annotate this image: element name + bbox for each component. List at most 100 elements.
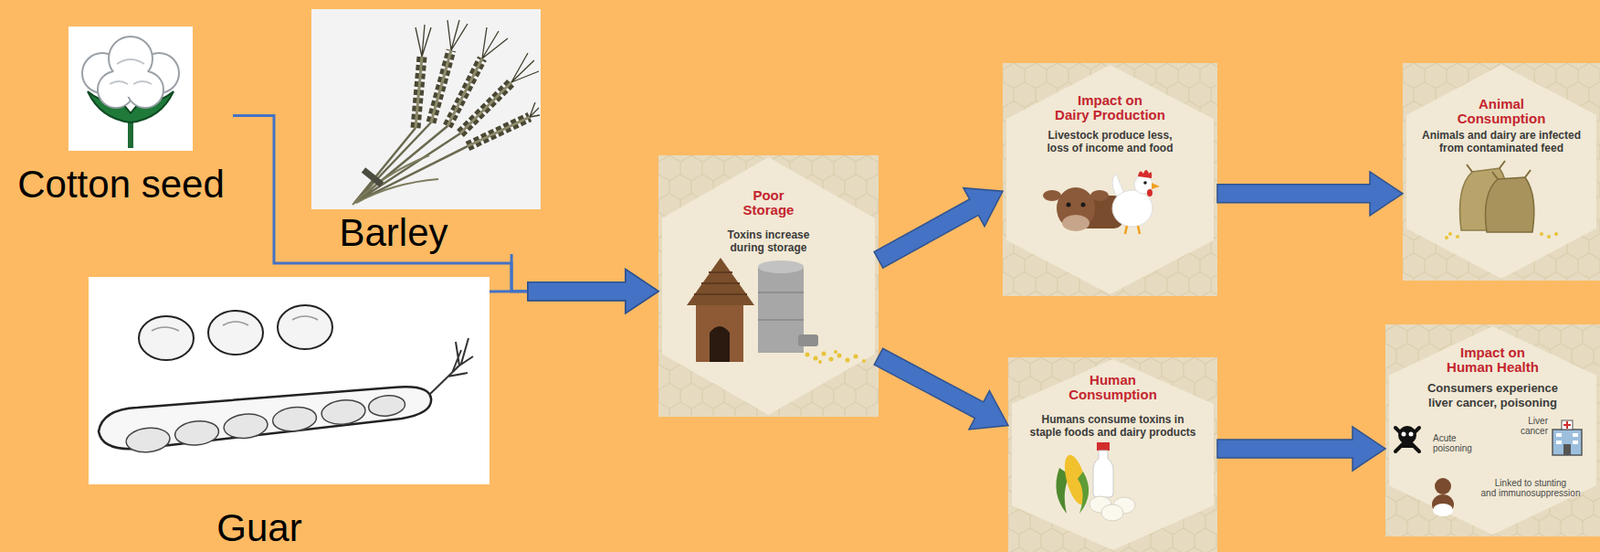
feed-sack-illustration [1547, 234, 1551, 239]
block-arrow [873, 188, 1003, 268]
cotton-illustration [87, 91, 174, 123]
process-box: Impact on Dairy ProductionLivestock prod… [1002, 63, 1218, 296]
icon-caption: Linked to stunting and immunosuppression [1467, 477, 1594, 498]
feed-sack-illustration [1460, 168, 1509, 231]
feed-sack-illustration [1444, 160, 1558, 240]
health-icons [1432, 503, 1453, 516]
feed-sack-illustration [1554, 231, 1558, 236]
cotton-illustration [97, 71, 135, 108]
box-title: Poor Storage [731, 188, 806, 218]
arrow-lead [511, 253, 528, 292]
block-arrow [527, 269, 659, 314]
storage-illustration [695, 301, 744, 362]
livestock-illustration [1042, 169, 1160, 234]
food-illustration [1096, 442, 1110, 451]
health-icons [1563, 421, 1571, 429]
health-icons [1561, 420, 1573, 430]
hexagon-panel [1406, 64, 1597, 279]
box-body: Livestock produce less, loss of income a… [1019, 128, 1201, 156]
cotton-illustration [68, 26, 193, 151]
guar-illustration [88, 276, 490, 485]
flow-arrow [232, 115, 659, 314]
livestock-illustration [1134, 175, 1153, 194]
block-arrow [873, 347, 1009, 429]
cotton-illustration [68, 26, 193, 151]
feed-sack-illustration [1444, 235, 1449, 240]
livestock-illustration [1137, 169, 1152, 179]
storage-illustration [833, 349, 838, 354]
guar-illustration [98, 386, 432, 449]
livestock-illustration [1056, 187, 1095, 230]
flow-arrow [1217, 426, 1386, 471]
barley-illustration [354, 122, 468, 203]
health-icons [1409, 431, 1414, 437]
cotton-illustration [108, 36, 153, 81]
hexagon-panel [1011, 358, 1214, 550]
storage-illustration [853, 354, 859, 359]
barley-illustration [311, 9, 541, 210]
panel-fill [1385, 324, 1600, 537]
health-icons [1395, 420, 1582, 516]
livestock-illustration [1125, 225, 1140, 234]
health-icons [1395, 427, 1420, 452]
guar-illustration [173, 418, 220, 447]
livestock-illustration [1066, 195, 1124, 229]
honeycomb-texture [658, 155, 879, 417]
honeycomb-texture [1002, 63, 1218, 296]
process-box: Animal ConsumptionAnimals and dairy are … [1402, 63, 1600, 281]
feed-sack-illustration [1485, 177, 1535, 232]
barley-illustration [363, 169, 382, 185]
box-title: Human Consumption [1053, 372, 1172, 402]
livestock-illustration [1143, 180, 1148, 185]
feed-sack-illustration [1444, 231, 1558, 240]
livestock-illustration [1066, 202, 1072, 208]
storage-illustration [709, 326, 730, 362]
box-body: Humans consume toxins in staple foods an… [1013, 412, 1212, 440]
health-icons [1401, 431, 1407, 437]
box-title: Animal Consumption [1446, 96, 1557, 127]
guar-illustration [151, 315, 318, 331]
storage-illustration [805, 349, 867, 364]
honeycomb-texture [1008, 357, 1218, 552]
guar-illustration [222, 411, 269, 441]
livestock-illustration [1062, 214, 1090, 232]
barley-illustration [415, 50, 530, 147]
barley-illustration [352, 155, 439, 205]
process-box: Poor StorageToxins increase during stora… [658, 155, 879, 417]
flow-arrow [489, 269, 659, 314]
honeycomb-texture [1402, 63, 1600, 281]
crop-item: Guar [88, 276, 490, 548]
guar-illustration [138, 315, 194, 360]
guar-illustration [88, 276, 490, 485]
guar-illustration [277, 305, 333, 349]
guar-illustration [271, 404, 317, 433]
health-icons [1398, 425, 1417, 444]
livestock-illustration [1147, 189, 1153, 197]
panel-fill [658, 155, 879, 417]
health-icons [1431, 494, 1454, 515]
food-illustration [1060, 452, 1092, 506]
guar-illustration [320, 398, 367, 427]
health-icons [1401, 440, 1413, 448]
cotton-illustration [82, 52, 123, 94]
storage-illustration [798, 334, 819, 347]
livestock-illustration [1112, 173, 1126, 196]
hexagon-panel [1389, 326, 1597, 535]
icon-caption: Acute poisoning [1432, 432, 1481, 453]
livestock-illustration [1151, 182, 1160, 190]
storage-illustration [837, 353, 843, 358]
panel-fill [1402, 63, 1600, 281]
arrow-lead [489, 289, 528, 293]
livestock-illustration [1112, 189, 1153, 227]
guar-illustration [124, 393, 408, 454]
cotton-illustration [112, 60, 149, 97]
feed-sack-illustration [1455, 234, 1460, 239]
hexagon-panel [662, 157, 875, 415]
guar-illustration [208, 310, 264, 355]
cotton-illustration [138, 52, 179, 94]
icon-caption: Liver cancer [1507, 415, 1548, 436]
health-icons [1434, 477, 1452, 495]
panel-background [1402, 63, 1600, 281]
livestock-illustration [1042, 189, 1062, 201]
